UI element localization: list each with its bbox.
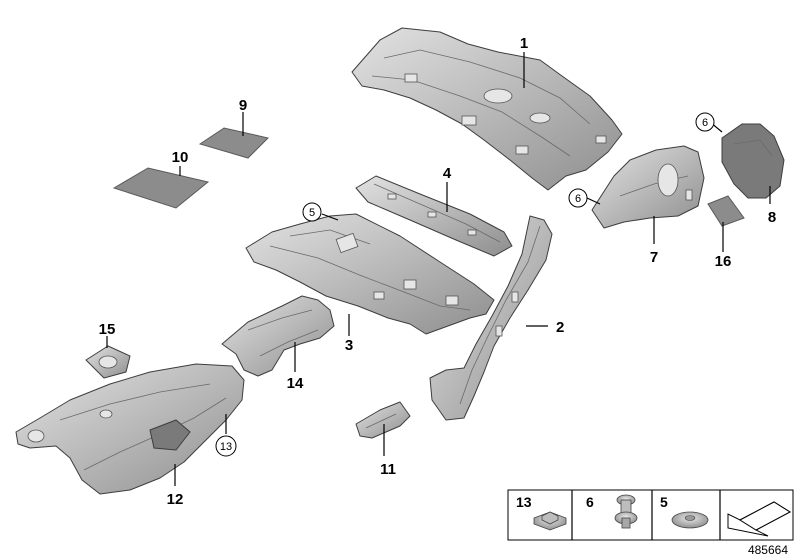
fastener-legend: 13 6 5 bbox=[507, 489, 794, 541]
part-3-insulation bbox=[245, 213, 495, 335]
callout-5-circle bbox=[302, 202, 322, 222]
callout-5: 5 bbox=[309, 207, 315, 219]
callout-13-circle bbox=[215, 435, 237, 457]
part-10-pad bbox=[112, 167, 210, 209]
part-9-pad bbox=[198, 127, 269, 159]
part-1-floor-insulation bbox=[351, 27, 623, 191]
callout-6a-circle bbox=[695, 112, 715, 132]
callouts: 1 2 3 4 5 6 6 7 8 9 10 11 12 13 14 15 16 bbox=[99, 35, 777, 508]
callout-4: 4 bbox=[443, 165, 452, 182]
callout-7: 7 bbox=[650, 249, 658, 266]
part-8-cover bbox=[721, 123, 785, 199]
washer-icon bbox=[671, 511, 709, 529]
clip-icon bbox=[614, 494, 638, 529]
callout-1: 1 bbox=[520, 35, 528, 52]
callout-11: 11 bbox=[380, 461, 396, 478]
part-11-bracket bbox=[355, 401, 411, 439]
callout-14: 14 bbox=[287, 375, 304, 392]
legend-13: 13 bbox=[516, 494, 532, 510]
callout-13: 13 bbox=[220, 441, 232, 453]
callout-9: 9 bbox=[239, 97, 247, 114]
part-4-strip bbox=[355, 175, 513, 257]
callout-10: 10 bbox=[172, 149, 189, 166]
callout-15: 15 bbox=[99, 321, 116, 338]
callout-3: 3 bbox=[345, 337, 353, 354]
legend-6: 6 bbox=[586, 494, 594, 510]
leader-lines bbox=[106, 52, 771, 486]
arrow-symbol-icon bbox=[727, 501, 792, 537]
callout-16: 16 bbox=[715, 253, 732, 270]
part-7-insulation bbox=[591, 145, 705, 229]
callout-6b: 6 bbox=[575, 193, 581, 205]
part-12-insulation bbox=[15, 363, 245, 495]
diagram-reference-number: 485664 bbox=[748, 543, 788, 557]
callout-6a: 6 bbox=[702, 117, 708, 129]
part-16-pad bbox=[707, 195, 745, 227]
part-14-insulation bbox=[221, 295, 335, 377]
callout-8: 8 bbox=[768, 209, 776, 226]
callout-2: 2 bbox=[556, 319, 564, 336]
legend-5: 5 bbox=[660, 494, 668, 510]
nut-icon bbox=[533, 511, 567, 531]
part-2-side-strip bbox=[429, 215, 553, 421]
callout-12: 12 bbox=[167, 491, 184, 508]
part-15-bracket bbox=[85, 345, 131, 379]
callout-6b-circle bbox=[568, 188, 588, 208]
